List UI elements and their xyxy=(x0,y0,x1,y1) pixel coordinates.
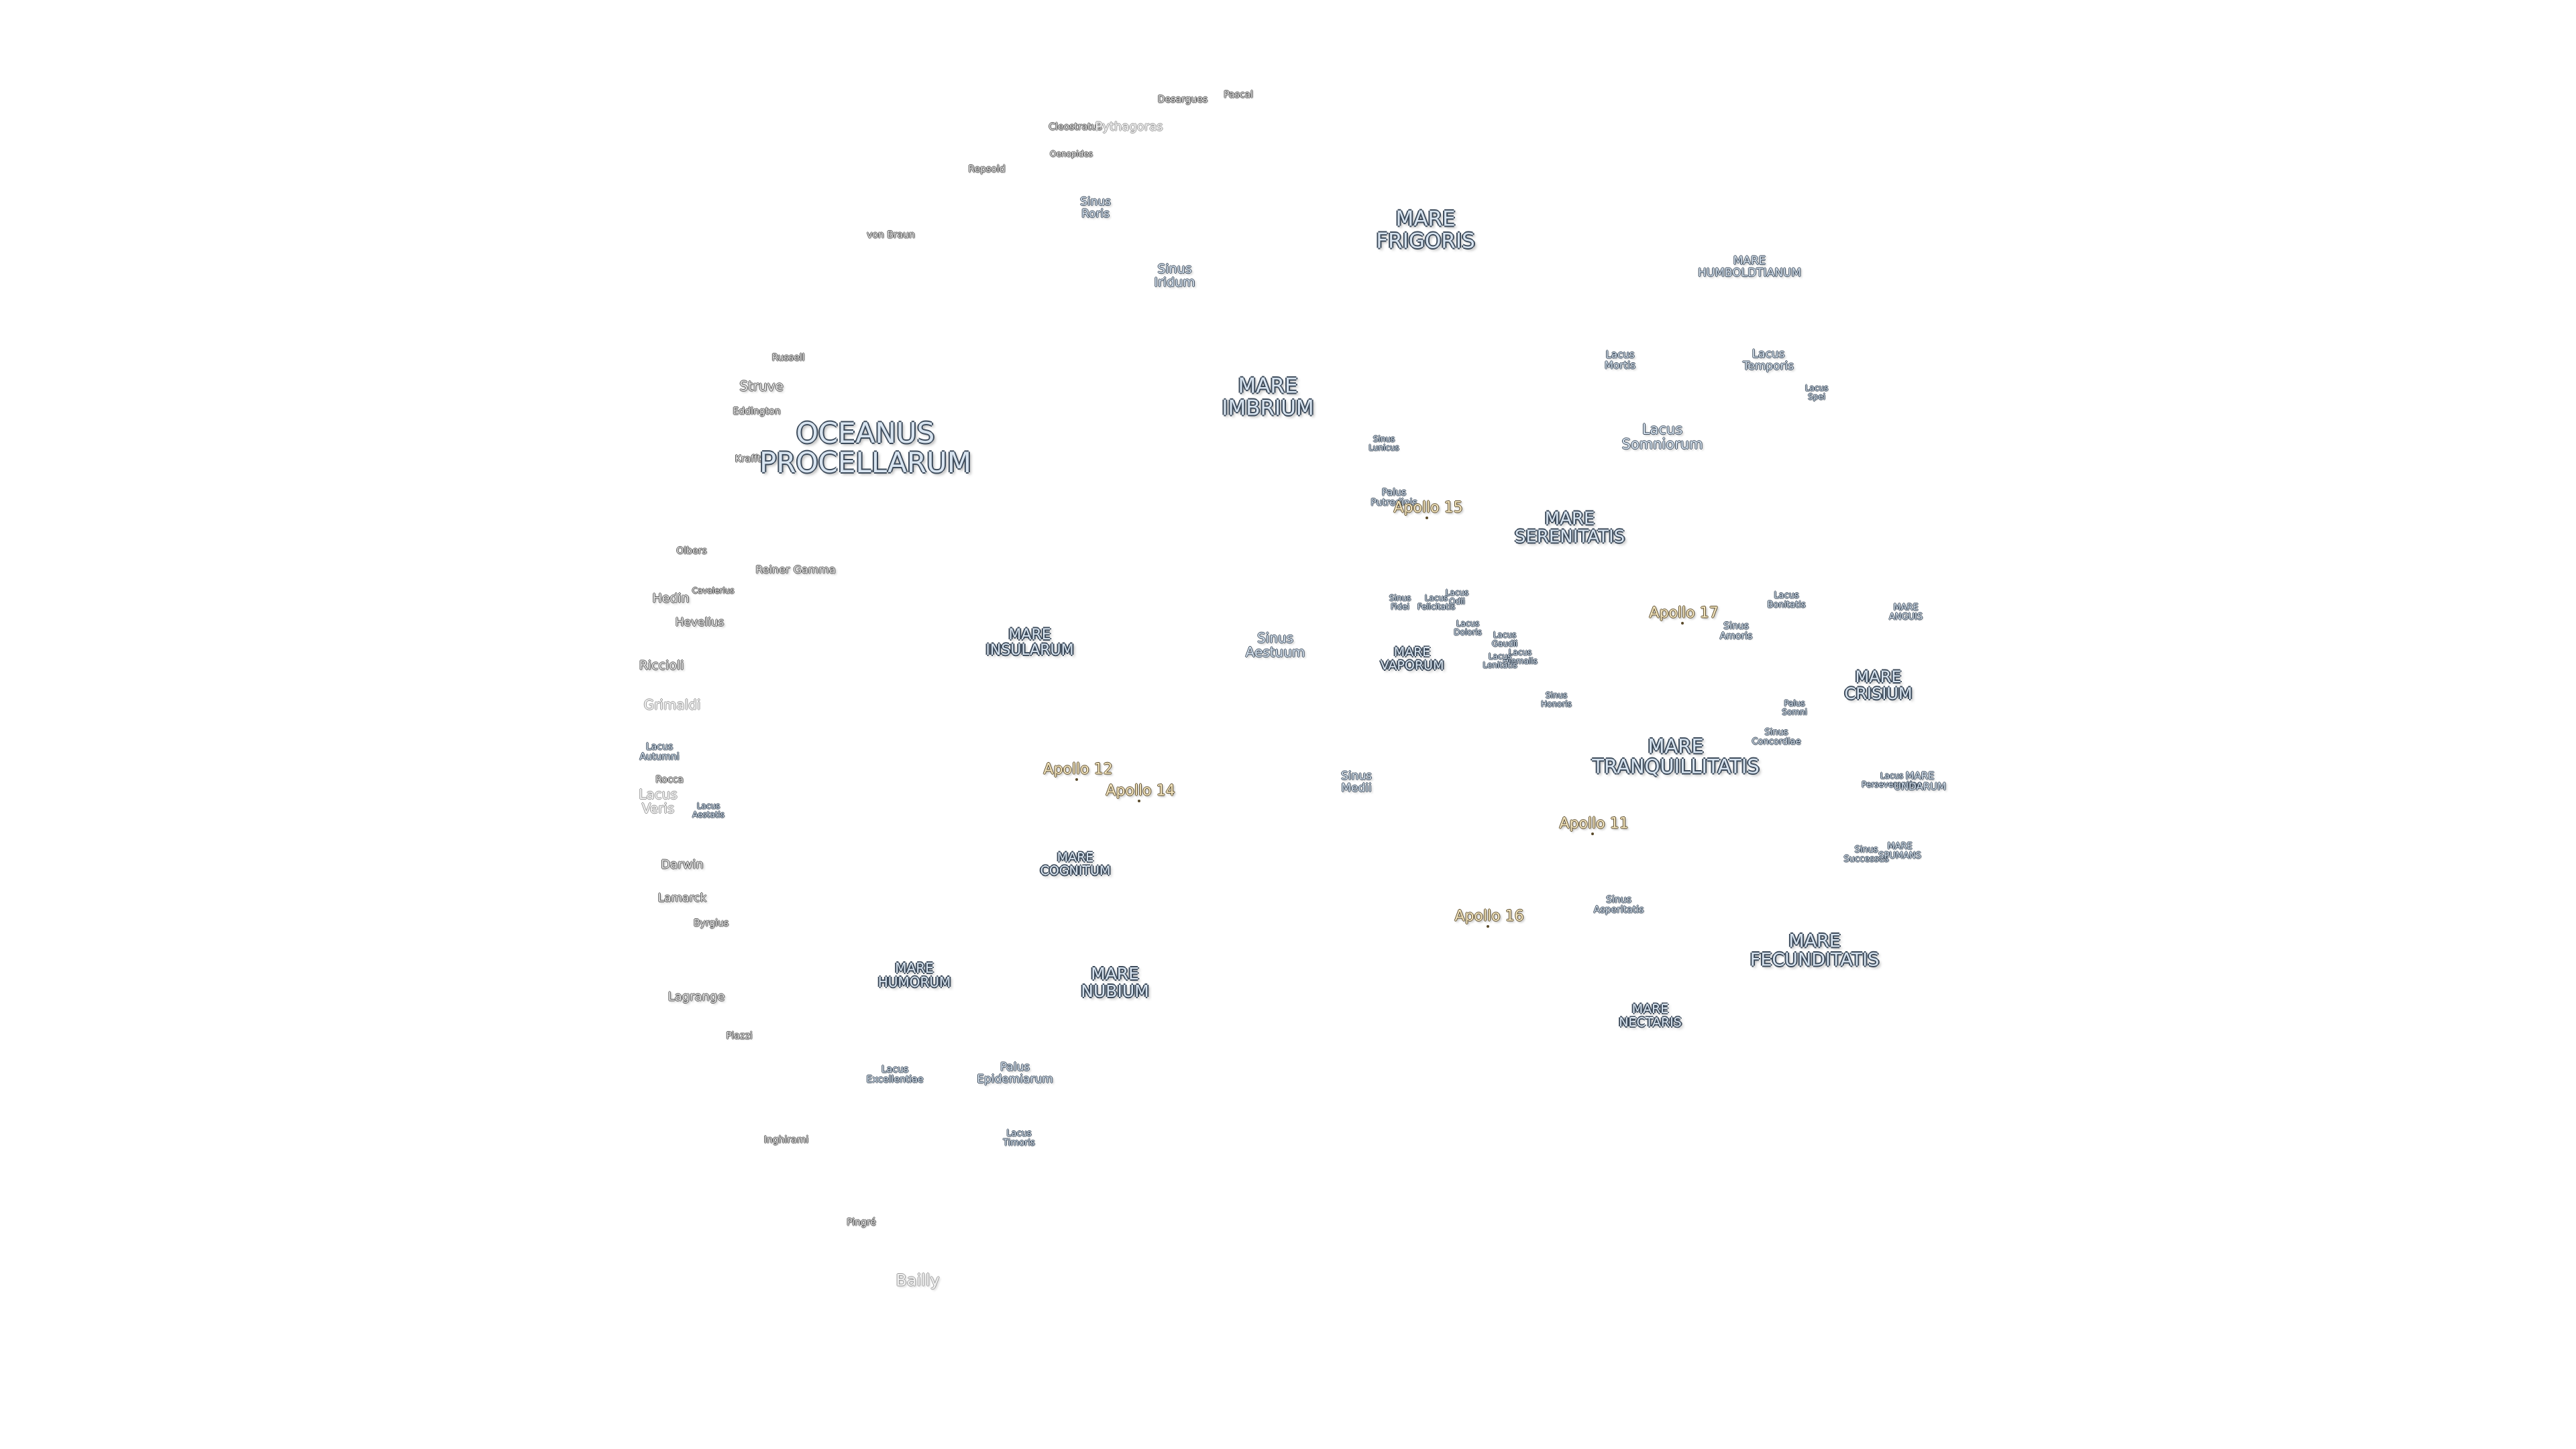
label-crater-cavalerius: Cavalerius xyxy=(692,586,735,596)
label-mare-nubium: MARE NUBIUM xyxy=(1081,963,1149,1001)
label-lacus-bonitatis: Lacus Bonitatis xyxy=(1767,590,1806,610)
label-crater-rocca: Rocca xyxy=(655,774,684,786)
label-lacus-spei: Lacus Spei xyxy=(1805,383,1829,401)
landing-marker-apollo-12 xyxy=(1075,778,1078,781)
label-lacus-temporis: Lacus Temporis xyxy=(1742,347,1794,373)
label-lacus-aestatis: Lacus Aestatis xyxy=(692,801,724,819)
label-sinus-fidei: Sinus Fidei xyxy=(1389,593,1411,611)
label-sinus-roris: Sinus Roris xyxy=(1080,195,1111,221)
label-lacus-lenitatis: Lacus Lenitatis xyxy=(1483,651,1517,669)
label-lacus-felicitatis: Lacus Felicitatis xyxy=(1417,593,1456,611)
label-lacus-somniorum: Lacus Somniorum xyxy=(1621,421,1703,452)
label-crater-russell: Russell xyxy=(771,352,805,364)
label-lacus-gaudii: Lacus Gaudii xyxy=(1491,630,1518,648)
label-sinus-asperitatis: Sinus Asperitatis xyxy=(1593,894,1644,915)
label-lacus-timoris: Lacus Timoris xyxy=(1003,1128,1035,1148)
label-crater-grimaldi: Grimaldi xyxy=(643,696,701,713)
label-crater-krafft: Krafft xyxy=(735,453,761,465)
label-crater-pythagoras: Pythagoras xyxy=(1095,119,1163,134)
label-crater-eddington: Eddington xyxy=(733,406,781,417)
label-mare-cognitum: MARE COGNITUM xyxy=(1040,850,1111,878)
label-crater-lagrange: Lagrange xyxy=(667,989,725,1004)
label-crater-von-braun: von Braun xyxy=(867,229,915,241)
label-crater-reiner-gamma: Reiner Gamma xyxy=(755,563,836,576)
label-sinus-successus: Sinus Successus xyxy=(1843,845,1889,864)
label-crater-darwin: Darwin xyxy=(661,857,704,872)
label-crater-inghirami: Inghirami xyxy=(763,1134,809,1146)
label-mare-insularum: MARE INSULARUM xyxy=(985,626,1074,659)
label-lacus-mortis: Lacus Mortis xyxy=(1604,348,1636,371)
landing-marker-apollo-14 xyxy=(1138,800,1140,802)
label-crater-pascal: Pascal xyxy=(1224,89,1253,101)
landing-marker-apollo-16 xyxy=(1487,925,1489,928)
label-apollo-17: Apollo 17 xyxy=(1649,604,1719,622)
label-mare-humboldtianum: MARE HUMBOLDTIANUM xyxy=(1697,254,1802,280)
landing-marker-apollo-17 xyxy=(1681,622,1684,625)
label-sinus-amoris: Sinus Amoris xyxy=(1719,621,1753,641)
label-crater-olbers: Olbers xyxy=(676,545,707,557)
label-lacus-hiemalis: Lacus Hiemalis xyxy=(1503,647,1538,665)
label-apollo-16: Apollo 16 xyxy=(1454,908,1524,925)
label-palus-epidemiarum: Palus Epidemiarum xyxy=(977,1061,1053,1086)
label-mare-nectaris: MARE NECTARIS xyxy=(1619,1002,1682,1030)
label-crater-oenopides: Oenopides xyxy=(1050,149,1093,159)
landing-marker-apollo-15 xyxy=(1426,517,1428,519)
label-lacus-doloris: Lacus Doloris xyxy=(1454,619,1482,637)
label-sinus-medii: Sinus Medii xyxy=(1341,769,1372,795)
label-crater-repsold: Repsold xyxy=(968,164,1006,175)
label-palus-somni: Palus Somni xyxy=(1782,698,1807,716)
label-mare-vaporum: MARE VAPORUM xyxy=(1380,645,1444,673)
label-crater-desargues: Desargues xyxy=(1157,94,1208,105)
label-apollo-12: Apollo 12 xyxy=(1043,761,1113,778)
label-mare-fecunditatis: MARE FECUNDITATIS xyxy=(1750,930,1880,971)
label-lacus-odii: Lacus Odii xyxy=(1445,588,1469,606)
label-crater-piazzi: Piazzi xyxy=(726,1030,753,1042)
label-oceanus-procellarum: OCEANUS PROCELLARUM xyxy=(759,416,972,479)
label-crater-riccioli: Riccioli xyxy=(639,658,684,674)
label-crater-cleostratus: Cleostratus xyxy=(1049,121,1102,133)
label-mare-spumans: MARE SPUMANS xyxy=(1878,841,1921,861)
label-palus-putredinis: Palus Putredinis xyxy=(1371,487,1417,508)
label-crater-lamarck: Lamarck xyxy=(657,892,707,906)
label-mare-anguis: MARE ANGUIS xyxy=(1888,602,1923,622)
label-mare-imbrium: MARE IMBRIUM xyxy=(1222,374,1314,420)
label-crater-hedin: Hedin xyxy=(652,591,690,606)
label-crater-bailly: Bailly xyxy=(896,1271,940,1290)
label-crater-struve: Struve xyxy=(739,378,784,394)
label-mare-undarum: MARE UNDARUM xyxy=(1893,769,1947,792)
label-sinus-iridum: Sinus Iridum xyxy=(1154,262,1195,290)
label-lacus-perseverantiae: Lacus Perseverantiae xyxy=(1862,771,1922,789)
label-mare-humorum: MARE HUMORUM xyxy=(877,960,951,990)
label-crater-byrgius: Byrgius xyxy=(693,918,729,929)
label-sinus-concordiae: Sinus Concordiae xyxy=(1752,727,1801,747)
label-apollo-11: Apollo 11 xyxy=(1559,815,1629,833)
label-apollo-14: Apollo 14 xyxy=(1106,782,1175,800)
label-sinus-honoris: Sinus Honoris xyxy=(1541,690,1572,708)
label-mare-tranquillitatis: MARE TRANQUILLITATIS xyxy=(1592,735,1760,778)
label-sinus-aestuum: Sinus Aestuum xyxy=(1245,630,1305,660)
label-mare-serenitatis: MARE SERENITATIS xyxy=(1514,508,1625,547)
label-sinus-lunicus: Sinus Lunicus xyxy=(1368,434,1399,452)
label-mare-crisium: MARE CRISIUM xyxy=(1844,667,1913,703)
label-crater-hevelius: Hevelius xyxy=(675,616,724,630)
label-lacus-autumni: Lacus Autumni xyxy=(639,741,680,762)
landing-marker-apollo-11 xyxy=(1591,833,1594,835)
label-apollo-15: Apollo 15 xyxy=(1393,499,1463,517)
label-lacus-excellentiae: Lacus Excellentiae xyxy=(866,1064,924,1085)
label-lacus-veris: Lacus Veris xyxy=(639,786,678,816)
label-mare-frigoris: MARE FRIGORIS xyxy=(1376,207,1475,253)
label-crater-pingre: Pingré xyxy=(847,1217,876,1228)
